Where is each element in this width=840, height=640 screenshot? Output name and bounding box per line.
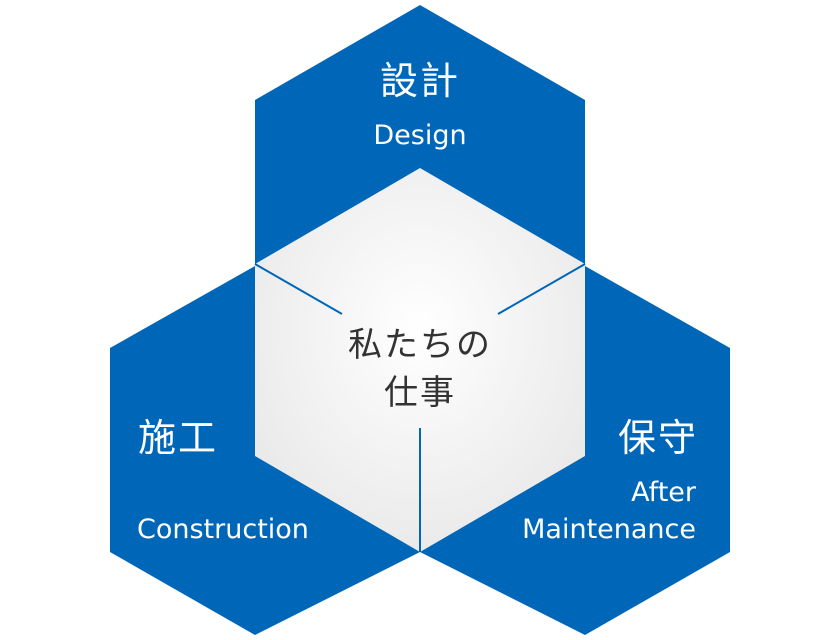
construction-en-label: Construction — [137, 514, 309, 545]
construction-jp-label: 施工 — [138, 416, 218, 460]
maintenance-jp-label: 保守 — [618, 416, 698, 460]
design-en-label: Design — [373, 120, 466, 151]
divider-line-right — [497, 263, 586, 315]
center-title-line2: 仕事 — [384, 373, 456, 413]
maintenance-en-label-line2: Maintenance — [522, 514, 696, 545]
divider-line-left — [254, 263, 343, 315]
maintenance-en-label-line1: After — [631, 477, 697, 508]
center-title-line1: 私たちの — [348, 325, 492, 365]
center-hexagon — [255, 168, 585, 552]
design-jp-label: 設計 — [380, 59, 460, 103]
